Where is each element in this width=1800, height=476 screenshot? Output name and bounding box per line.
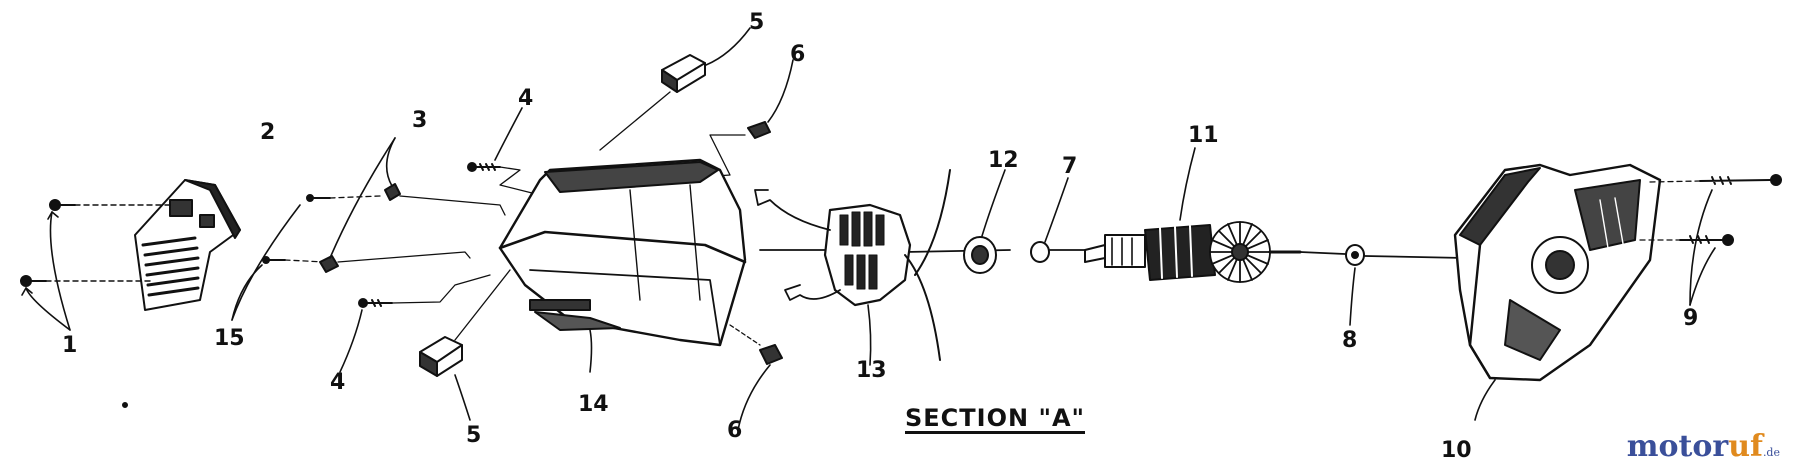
part-2-cover-plate [134,179,241,311]
callout-10: 10 [1441,438,1472,463]
callout-4-top: 4 [518,86,534,111]
callout-1: 1 [62,333,78,358]
part-4-screws [339,107,541,373]
part-7-spacer [1030,177,1069,263]
part-13-field-coil [754,169,951,366]
callout-15: 15 [214,326,245,351]
part-9-screws [1639,174,1782,306]
callout-12: 12 [988,148,1019,173]
callout-2: 2 [260,120,276,145]
callout-6-bottom: 6 [727,418,743,443]
callout-7: 7 [1062,154,1078,179]
part-11-armature [1084,147,1302,283]
part-5-brushes [419,27,751,421]
callout-5-top: 5 [749,10,765,35]
callout-14: 14 [578,392,609,417]
callout-5-bottom: 5 [466,423,482,448]
callout-13: 13 [856,358,887,383]
section-title: SECTION "A" [905,404,1086,434]
part-10-gear-housing [1453,163,1662,421]
part-12-bearing [963,169,1006,274]
part-15-3-fasteners [231,137,506,321]
stray-mark [122,402,128,408]
watermark-tld: .de [1762,446,1780,459]
watermark-f-letter: u [1728,429,1751,464]
callout-6-top: 6 [790,42,806,67]
watermark-logo: motoruf.de [1627,432,1780,462]
callout-4-bottom: 4 [330,370,346,395]
watermark-suffix: f [1750,429,1763,464]
callout-11: 11 [1188,123,1219,148]
watermark-accent: r [1712,429,1729,464]
part-14-housing [498,158,747,373]
watermark-prefix: moto [1626,429,1713,464]
part-1-screws [20,199,171,331]
callout-9: 9 [1683,306,1699,331]
callout-8: 8 [1342,328,1358,353]
part-8-washer [1345,244,1365,326]
callout-3: 3 [412,108,428,133]
